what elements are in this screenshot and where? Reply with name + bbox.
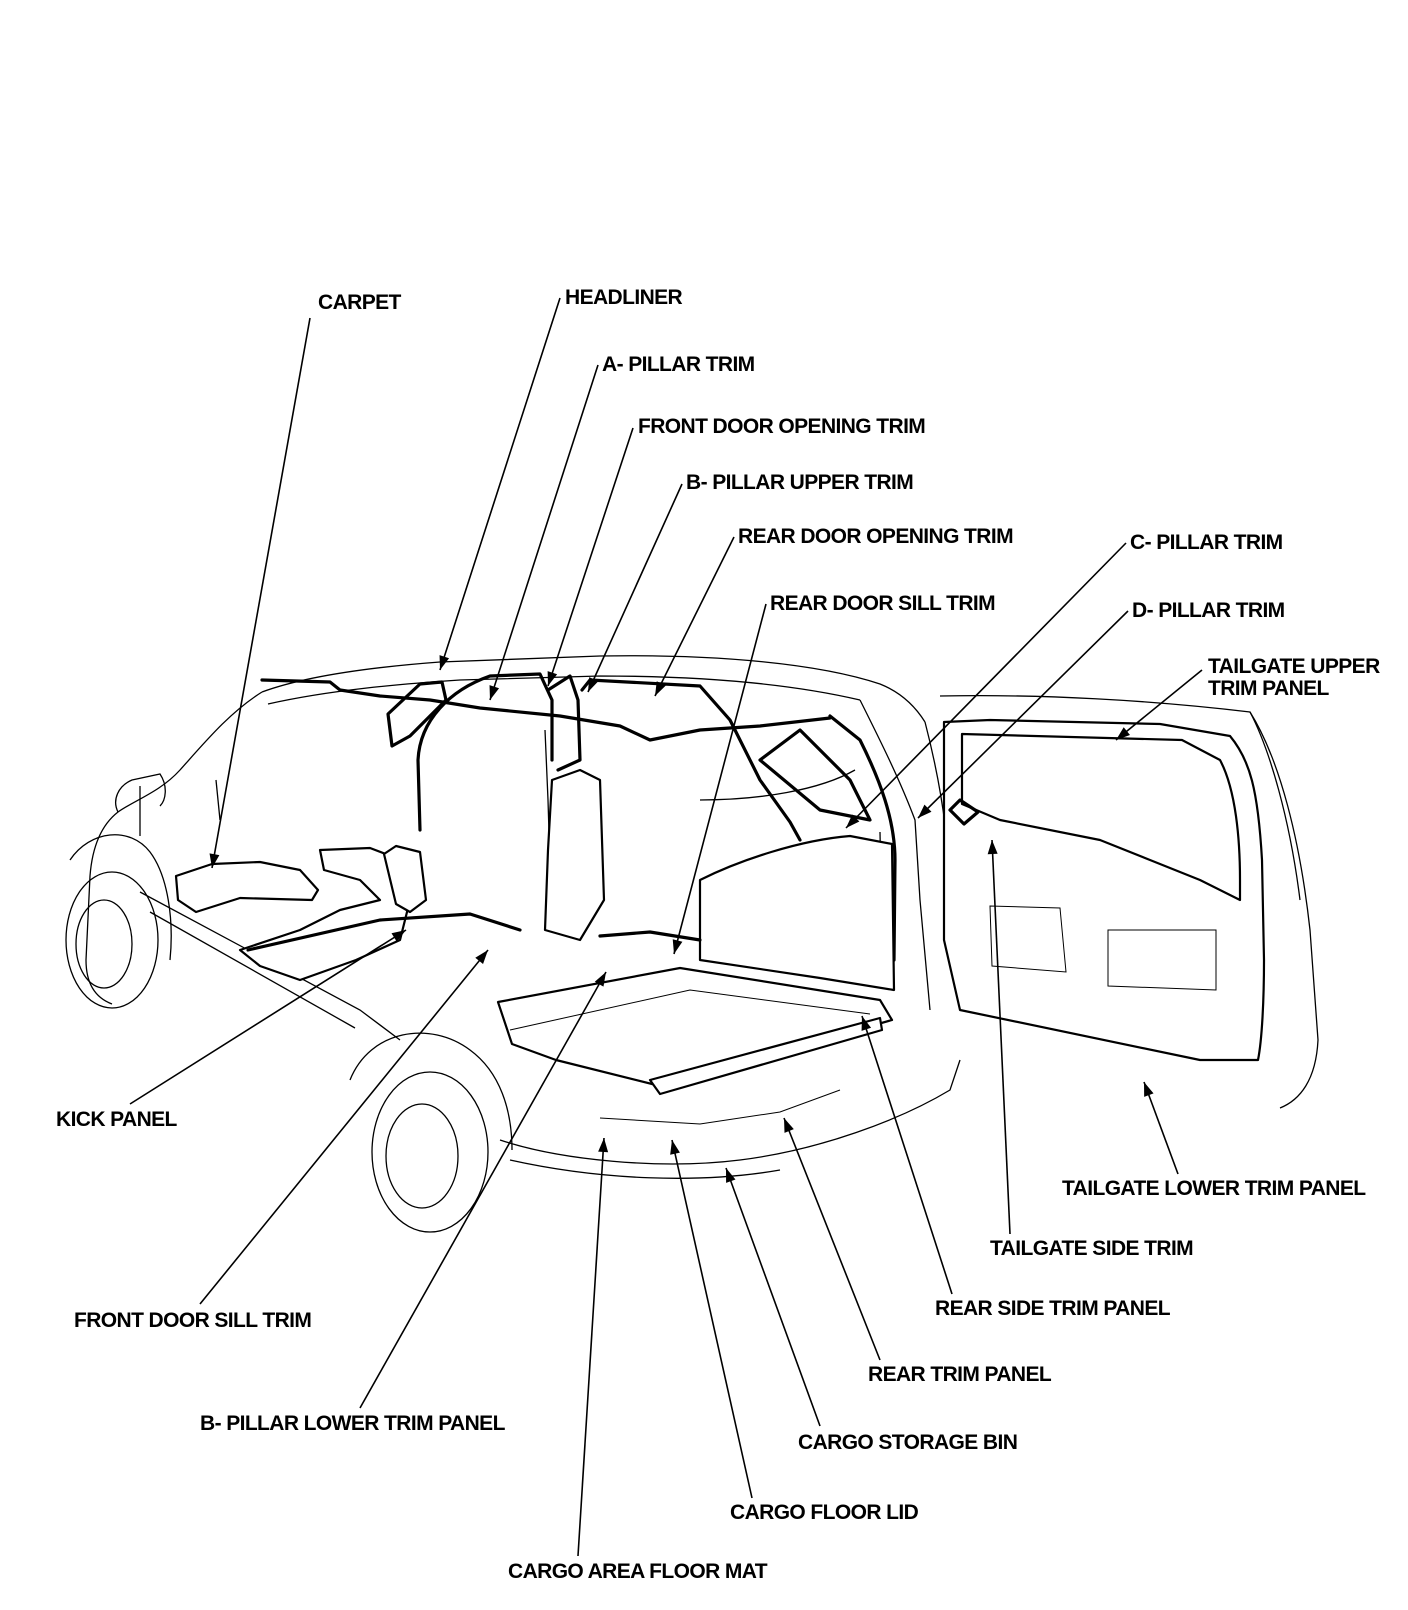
c-pillar-trim-shape xyxy=(758,728,872,822)
headliner-label: HEADLINER xyxy=(565,286,683,309)
a-pillar-trim-shape xyxy=(386,680,448,748)
kick-panel-label: KICK PANEL xyxy=(56,1108,177,1131)
carpet-label: CARPET xyxy=(318,291,401,314)
front-door-sill-trim-label: FRONT DOOR SILL TRIM xyxy=(74,1309,312,1332)
tailgate-side-trim-label: TAILGATE SIDE TRIM xyxy=(990,1237,1194,1260)
rear-side-trim-panel-label: REAR SIDE TRIM PANEL xyxy=(935,1297,1171,1320)
front-door-opening-trim-shape xyxy=(416,672,554,832)
a-pillar-trim-label: A- PILLAR TRIM xyxy=(602,353,755,376)
b-pillar-upper-trim-label: B- PILLAR UPPER TRIM xyxy=(686,471,914,494)
cargo-storage-bin-label: CARGO STORAGE BIN xyxy=(798,1431,1018,1454)
rear-door-opening-trim-shape xyxy=(580,678,802,842)
tailgate-upper-trim-panel-label: TAILGATE UPPER TRIM PANEL xyxy=(1208,655,1380,700)
c-pillar-trim-label: C- PILLAR TRIM xyxy=(1130,531,1283,554)
rear-door-opening-trim-label: REAR DOOR OPENING TRIM xyxy=(738,525,1014,548)
kick-panel-shape xyxy=(382,844,428,914)
cargo-floor-lid-label: CARGO FLOOR LID xyxy=(730,1501,919,1524)
cargo-storage-bin-shape xyxy=(599,1089,841,1125)
carpet-shape xyxy=(174,860,320,914)
b-pillar-lower-trim-panel-label: B- PILLAR LOWER TRIM PANEL xyxy=(200,1412,505,1435)
b-pillar-lower-trim-panel-shape xyxy=(543,768,606,942)
rear-door-sill-trim-label: REAR DOOR SILL TRIM xyxy=(770,592,996,615)
rear-side-trim-panel-shape xyxy=(698,834,896,992)
tailgate-lower-trim-panel-label: TAILGATE LOWER TRIM PANEL xyxy=(1062,1177,1366,1200)
cargo-area-floor-mat-label: CARGO AREA FLOOR MAT xyxy=(508,1560,768,1583)
rear-trim-panel-label: REAR TRIM PANEL xyxy=(868,1363,1052,1386)
rear-door-sill-trim-shape xyxy=(598,930,702,942)
d-pillar-trim-label: D- PILLAR TRIM xyxy=(1132,599,1285,622)
front-door-opening-trim-label: FRONT DOOR OPENING TRIM xyxy=(638,415,926,438)
